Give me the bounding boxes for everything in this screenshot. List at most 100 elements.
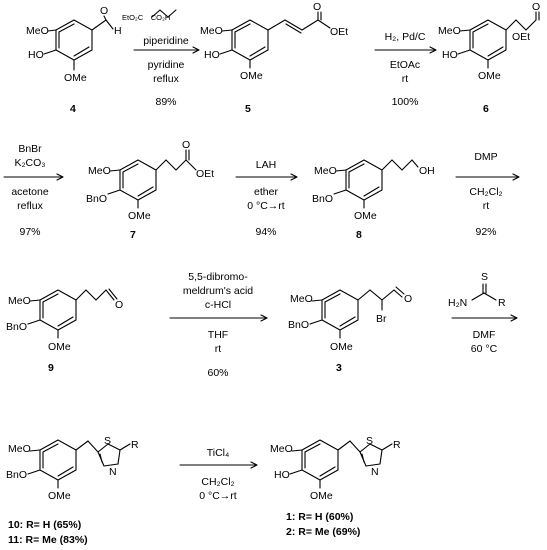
step4-condition-temp: 0 °C→rt bbox=[247, 200, 285, 212]
compound-label-8: 8 bbox=[356, 229, 362, 241]
step2-condition-temp: rt bbox=[402, 73, 408, 85]
atom-h: H bbox=[114, 25, 122, 37]
compound-5-structure: MeO HO OMe O OEt bbox=[200, 1, 348, 82]
atom-ome: OMe bbox=[128, 210, 151, 222]
compound-label-2: 2: R= Me (69%) bbox=[286, 526, 360, 538]
malonic-acid-structure: EtO₂C CO₂H bbox=[122, 9, 177, 22]
compound-label-3: 3 bbox=[336, 362, 342, 374]
compound-label-11: 11: R= Me (83%) bbox=[8, 534, 88, 546]
atom-ome: OMe bbox=[64, 72, 87, 84]
atom-meo: MeO bbox=[8, 295, 31, 307]
step8-condition-temp: 0 °C→rt bbox=[199, 490, 237, 502]
compound-label-6: 6 bbox=[483, 103, 489, 115]
compound-label-5: 5 bbox=[245, 103, 251, 115]
atom-ome: OMe bbox=[240, 70, 263, 82]
step5-reagent: DMP bbox=[474, 151, 497, 163]
compound-label-9: 9 bbox=[48, 362, 54, 374]
atom-bno: BnO bbox=[6, 469, 27, 481]
atom-meo: MeO bbox=[290, 293, 313, 305]
step2-yield: 100% bbox=[392, 96, 419, 108]
step3-condition-temp: reflux bbox=[17, 200, 43, 212]
atom-meo: MeO bbox=[438, 25, 461, 37]
thioamide-structure: S H₂N R bbox=[448, 271, 506, 309]
step-5: DMP CH₂Cl₂ rt 92% bbox=[455, 151, 520, 238]
step2-condition-solvent: EtOAc bbox=[390, 59, 420, 71]
atom-meo: MeO bbox=[200, 25, 223, 37]
step1-yield: 89% bbox=[155, 96, 176, 108]
step1-condition-temp: reflux bbox=[153, 73, 179, 85]
malonic-acid-label: EtO₂C CO₂H bbox=[122, 13, 170, 22]
step-7: S H₂N R DMF 60 °C bbox=[448, 271, 518, 355]
step4-condition-solvent: ether bbox=[254, 186, 278, 198]
step2-reagent: H₂, Pd/C bbox=[385, 31, 426, 43]
compound-label-7: 7 bbox=[130, 229, 136, 241]
atom-oh: OH bbox=[419, 165, 435, 177]
compound-1-2-structure: MeO HO OMe S N R bbox=[270, 435, 401, 502]
step4-yield: 94% bbox=[255, 226, 276, 238]
step3-reagent-1: BnBr bbox=[18, 143, 42, 155]
atom-s: S bbox=[366, 435, 373, 447]
atom-meo: MeO bbox=[314, 165, 337, 177]
atom-oet: OEt bbox=[512, 31, 530, 43]
atom-ome: OMe bbox=[48, 490, 71, 502]
atom-s: S bbox=[481, 271, 488, 283]
atom-bno: BnO bbox=[6, 321, 27, 333]
step-2: H₂, Pd/C EtOAc rt 100% bbox=[374, 31, 437, 108]
atom-n: N bbox=[371, 466, 379, 478]
step-1: EtO₂C CO₂H piperidine pyridine reflux 89… bbox=[122, 9, 200, 108]
step5-yield: 92% bbox=[475, 226, 496, 238]
step-8: TiCl₄ CH₂Cl₂ 0 °C→rt bbox=[179, 447, 258, 502]
step6-condition-solvent: THF bbox=[208, 329, 228, 341]
atom-ho: HO bbox=[204, 49, 220, 61]
atom-n: N bbox=[109, 466, 117, 478]
step3-condition-solvent: acetone bbox=[11, 186, 49, 198]
atom-bno: BnO bbox=[312, 193, 333, 205]
atom-meo: MeO bbox=[88, 165, 111, 177]
atom-o: O bbox=[115, 299, 123, 311]
atom-h2n: H₂N bbox=[448, 297, 467, 309]
compound-4-structure: MeO HO OMe H O bbox=[26, 5, 122, 84]
step1-condition-solvent: pyridine bbox=[148, 59, 185, 71]
atom-meo: MeO bbox=[8, 443, 31, 455]
atom-s: S bbox=[104, 435, 111, 447]
atom-o: O bbox=[313, 1, 321, 13]
step1-reagent: piperidine bbox=[143, 35, 189, 47]
atom-ome: OMe bbox=[310, 490, 333, 502]
atom-o: O bbox=[100, 5, 108, 17]
step5-condition-solvent: CH₂Cl₂ bbox=[469, 186, 502, 198]
step8-reagent: TiCl₄ bbox=[207, 447, 230, 459]
atom-ome: OMe bbox=[478, 70, 501, 82]
atom-oet: OEt bbox=[330, 26, 348, 38]
step8-condition-solvent: CH₂Cl₂ bbox=[201, 476, 234, 488]
atom-ho: HO bbox=[274, 469, 290, 481]
step6-reagent-3: c-HCl bbox=[205, 299, 231, 311]
atom-bno: BnO bbox=[86, 193, 107, 205]
compound-8-structure: MeO BnO OMe OH bbox=[312, 159, 435, 222]
step3-reagent-2: K₂CO₃ bbox=[14, 157, 45, 169]
compound-3-structure: MeO BnO OMe O Br bbox=[288, 286, 412, 353]
atom-ome: OMe bbox=[330, 341, 353, 353]
step6-reagent-1: 5,5-dibromo- bbox=[188, 271, 248, 283]
compound-6-structure: MeO HO OMe O OEt bbox=[438, 1, 540, 82]
step5-condition-temp: rt bbox=[483, 200, 489, 212]
step7-condition-solvent: DMF bbox=[473, 329, 496, 341]
compound-label-10: 10: R= H (65%) bbox=[8, 519, 81, 531]
atom-meo: MeO bbox=[26, 25, 49, 37]
atom-ome: OMe bbox=[354, 210, 377, 222]
step6-reagent-2: meldrum's acid bbox=[183, 285, 253, 297]
compound-label-4: 4 bbox=[70, 103, 76, 115]
step-3: BnBr K₂CO₃ acetone reflux 97% bbox=[3, 143, 64, 238]
step-4: LAH ether 0 °C→rt 94% bbox=[235, 159, 298, 238]
atom-ho: HO bbox=[28, 49, 44, 61]
step6-condition-temp: rt bbox=[215, 343, 221, 355]
atom-o: O bbox=[182, 139, 190, 151]
atom-ho: HO bbox=[442, 49, 458, 61]
atom-oet: OEt bbox=[196, 168, 214, 180]
atom-ome: OMe bbox=[48, 341, 71, 353]
compound-9-structure: MeO BnO OMe O bbox=[6, 288, 123, 353]
atom-r: R bbox=[131, 439, 139, 451]
compound-label-1: 1: R= H (60%) bbox=[286, 511, 353, 523]
step6-yield: 60% bbox=[207, 367, 228, 379]
atom-r: R bbox=[393, 439, 401, 451]
